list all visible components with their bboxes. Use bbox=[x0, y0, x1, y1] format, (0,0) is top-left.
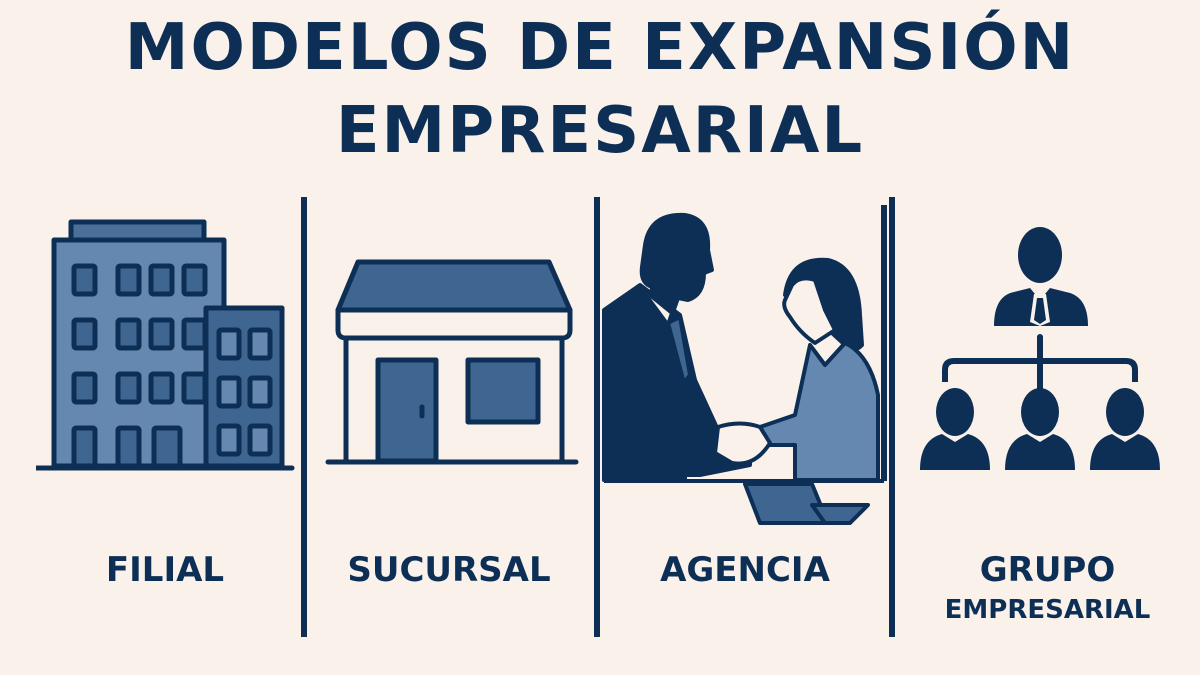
page-title-line-1: MODELOS DE EXPANSIÓN bbox=[124, 11, 1076, 85]
handshake-icon bbox=[602, 205, 887, 525]
panel-label-filial: FILIAL bbox=[105, 550, 225, 590]
divider-1 bbox=[301, 197, 307, 637]
panel-label-agencia: AGENCIA bbox=[660, 550, 830, 590]
page-title-line-2: EMPRESARIAL bbox=[335, 94, 865, 168]
panel-label-sucursal: SUCURSAL bbox=[347, 550, 551, 590]
panel-label-grupo: GRUPO bbox=[979, 550, 1116, 590]
divider-2 bbox=[594, 197, 600, 637]
office-buildings-icon bbox=[36, 219, 295, 471]
divider-3 bbox=[889, 197, 895, 637]
panel-sublabel-empresarial: EMPRESARIAL bbox=[944, 595, 1151, 625]
org-chart-icon bbox=[920, 227, 1160, 470]
storefront-icon bbox=[325, 259, 579, 465]
